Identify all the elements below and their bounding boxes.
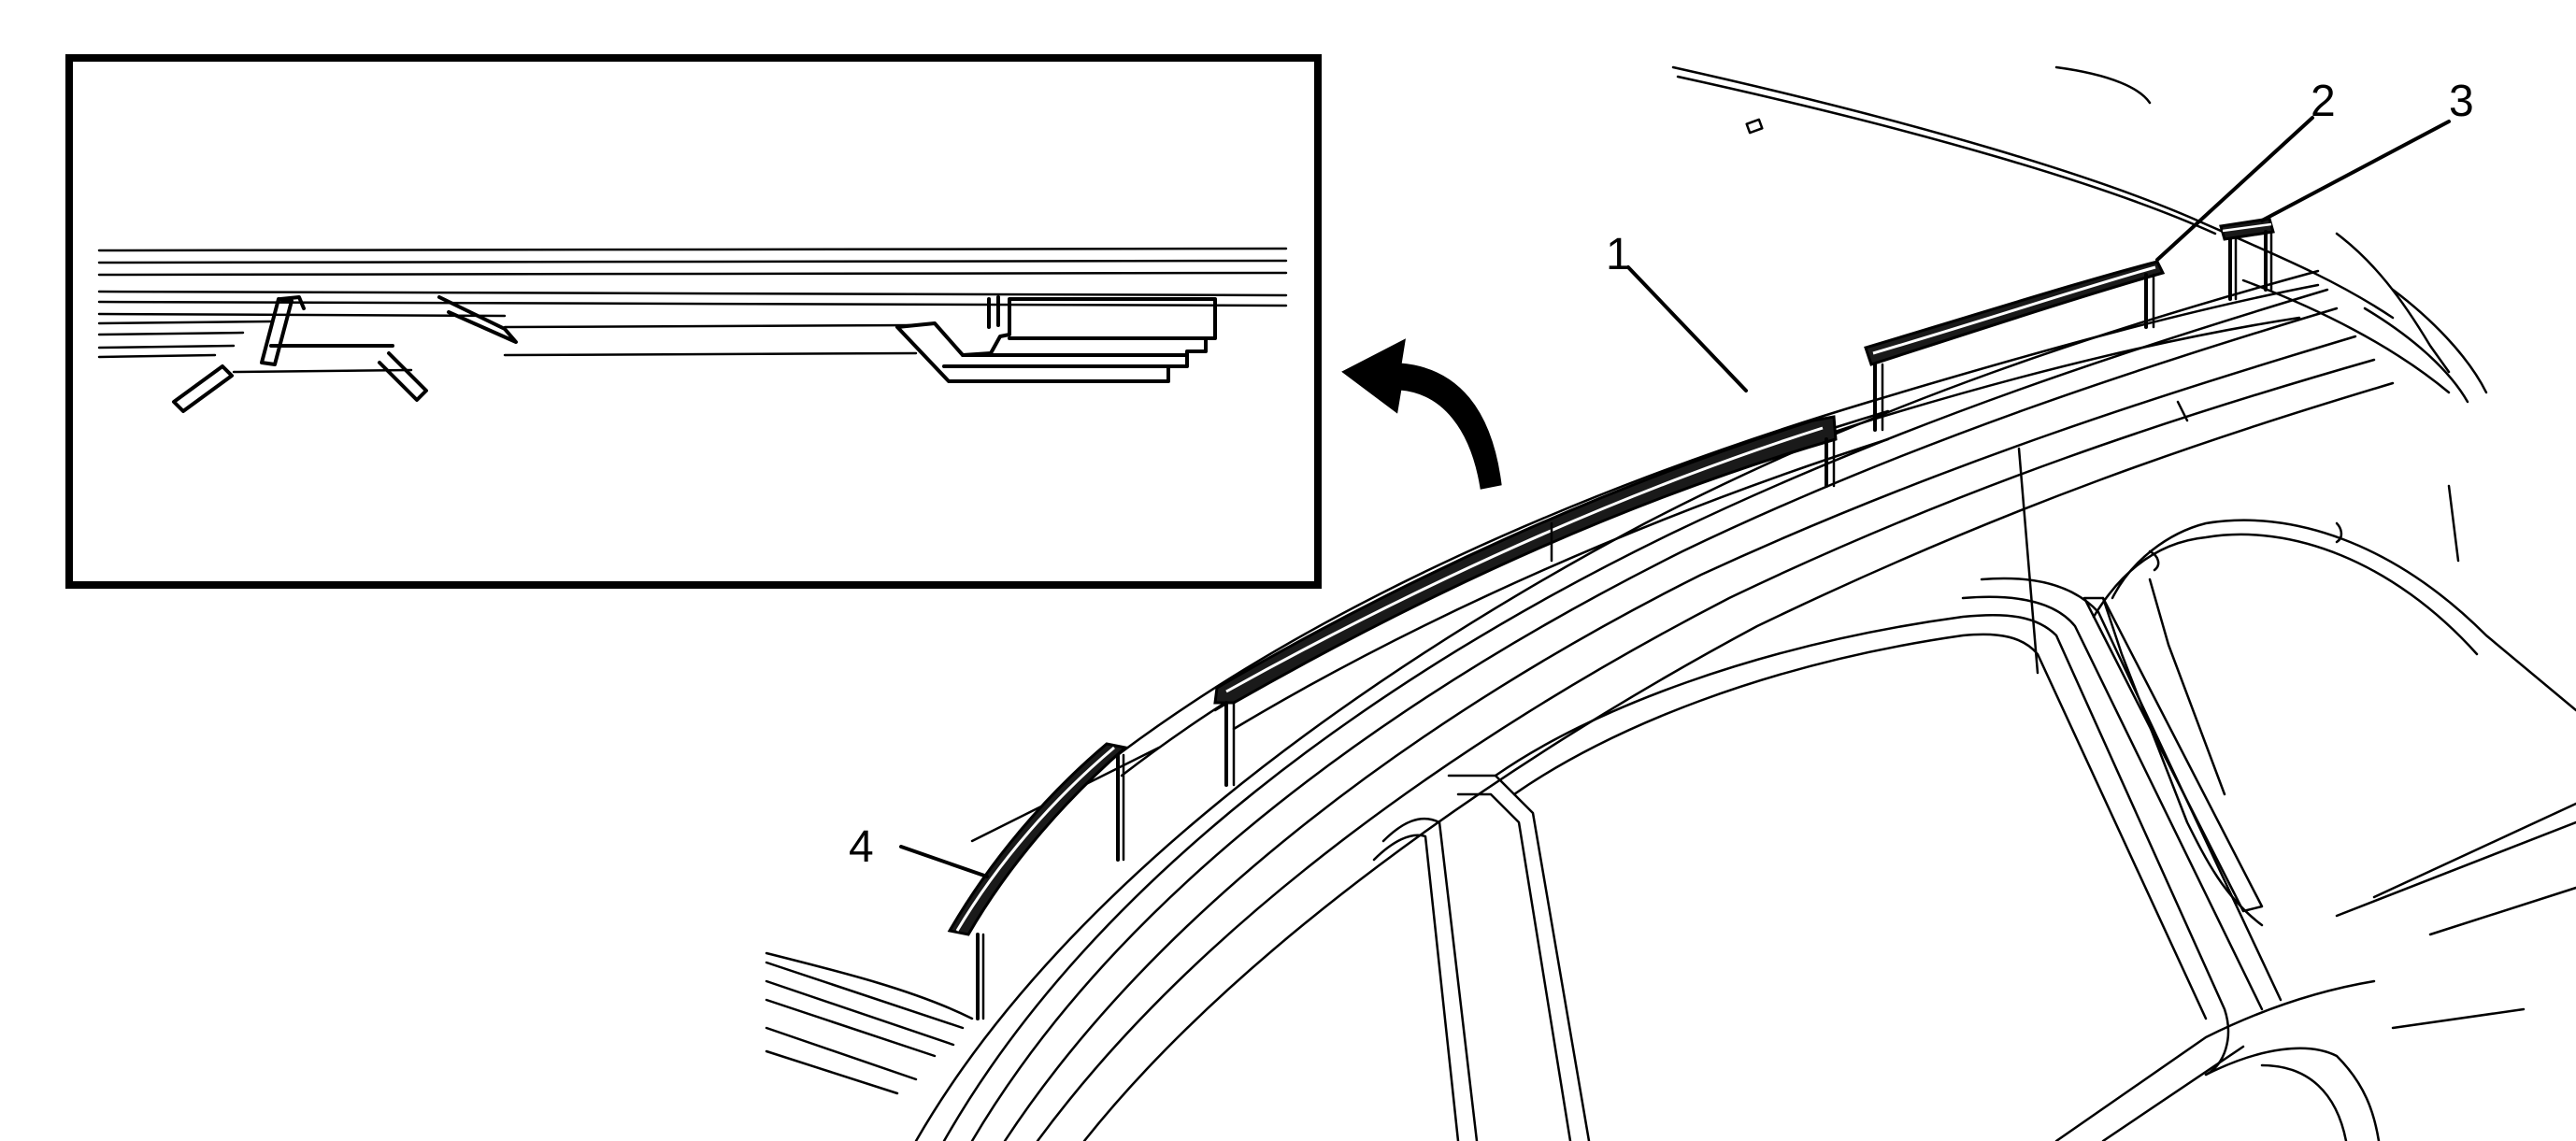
roof-molding-4 [947,742,1129,1020]
callout-label-4: 4 [849,822,874,872]
inset-detail-view [65,54,1322,589]
roof-molding-2 [1864,260,2166,432]
inset-clip-right [895,295,1217,383]
inset-rail-lines [97,247,1288,374]
callout-label-2: 2 [2311,77,2336,126]
roof-molding-3 [2219,217,2275,301]
callout-label-3: 3 [2449,77,2474,126]
leader-line-3 [2260,120,2451,222]
roof-molding-1 [1213,415,1838,787]
callout-3: 3 [2260,77,2474,222]
inset-clip-left [172,295,518,413]
callout-label-1: 1 [1606,230,1631,279]
leader-line-2 [2155,116,2314,262]
curved-arrow-icon [1341,338,1502,490]
vehicle-body [765,65,2576,1141]
callout-4: 4 [849,822,989,878]
leader-line-4 [899,845,989,878]
inset-frame [65,54,1322,589]
leader-line-1 [1626,265,1748,392]
callout-2: 2 [2155,77,2336,262]
callout-1: 1 [1606,230,1748,392]
